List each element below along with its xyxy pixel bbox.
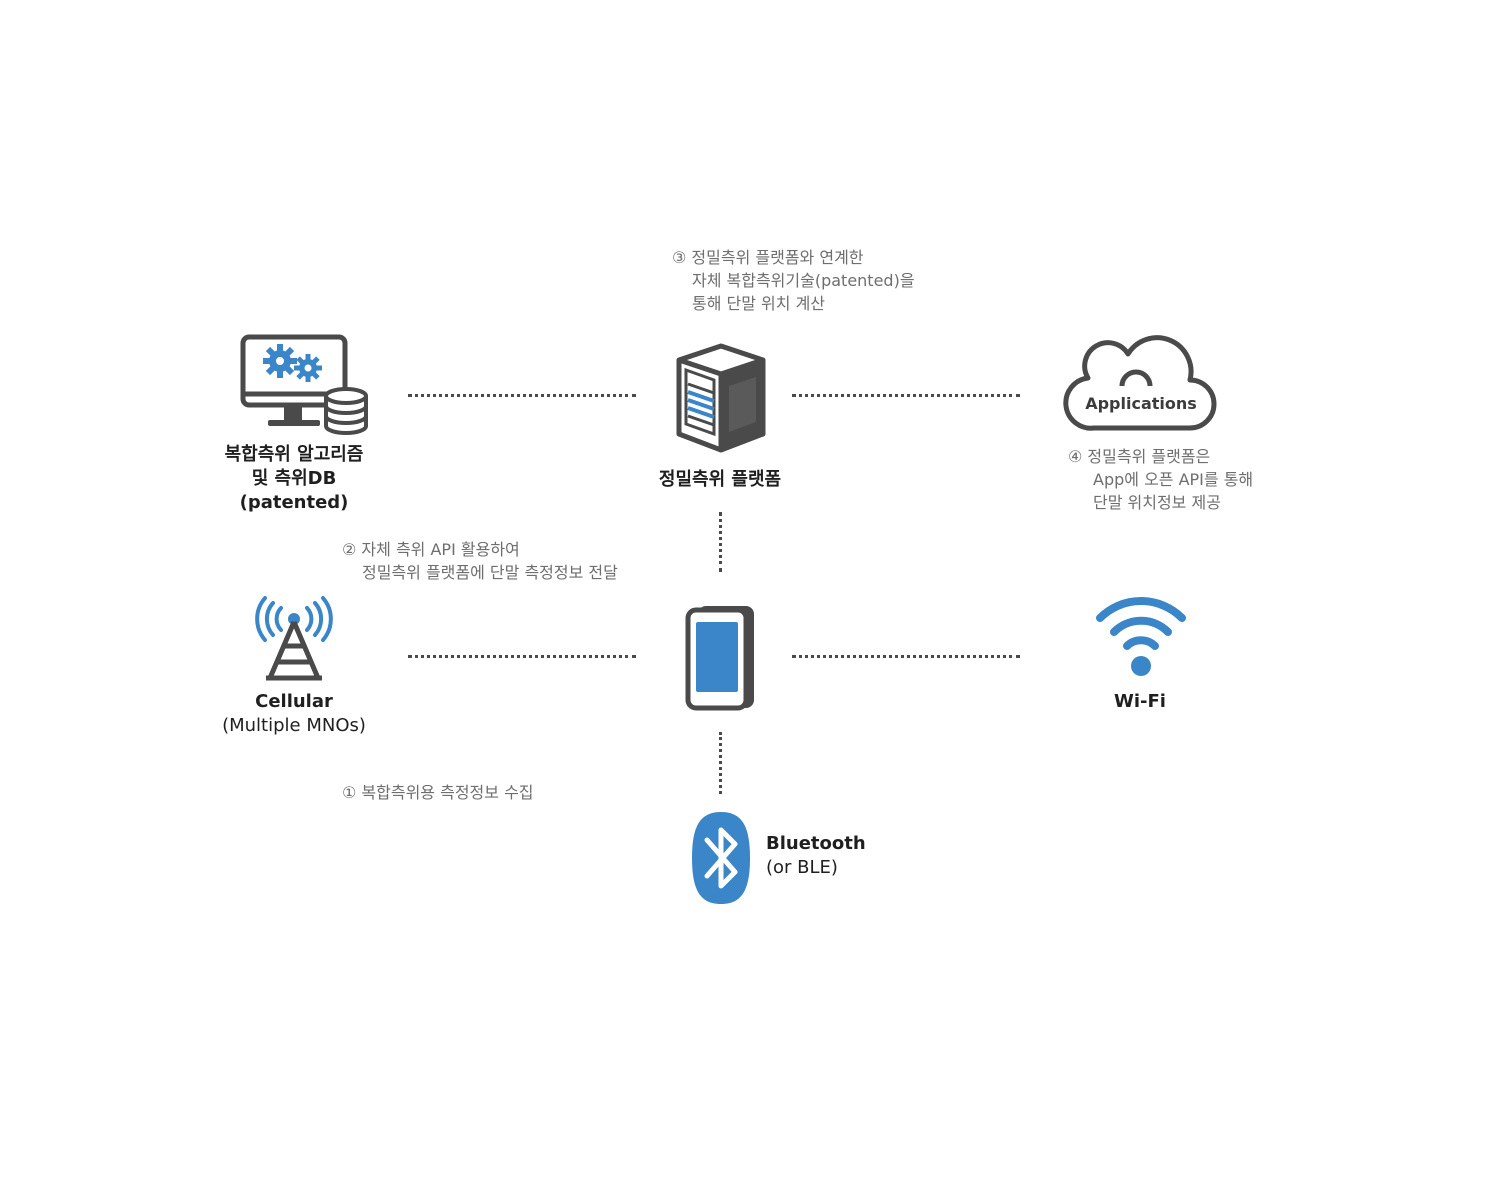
- step-1-line-1: ① 복합측위용 측정정보 수집: [342, 783, 534, 802]
- wifi-icon: [1096, 597, 1186, 676]
- cellular-node: [254, 594, 334, 684]
- algorithm-db-label-line-1: 복합측위 알고리즘: [224, 444, 364, 465]
- algorithm-db-label-line-2: 및 측위DB: [251, 468, 337, 489]
- cellular-label: Cellular (Multiple MNOs): [204, 690, 384, 738]
- step-2-note: ② 자체 측위 API 활용하여 정밀측위 플랫폼에 단말 측정정보 전달: [342, 538, 618, 584]
- step-4-note: ④ 정밀측위 플랫폼은 App에 오픈 API를 통해 단말 위치정보 제공: [1068, 445, 1253, 514]
- bluetooth-node: [690, 810, 752, 906]
- step-3-line-1: ③ 정밀측위 플랫폼와 연계한: [672, 248, 864, 267]
- cellular-label-line-1: Cellular: [255, 691, 333, 712]
- cloud-icon: [1063, 335, 1217, 431]
- step-3-note: ③ 정밀측위 플랫폼와 연계한 자체 복합측위기술(patented)을 통해 …: [672, 246, 915, 315]
- platform-node: [674, 342, 768, 454]
- cell-tower-icon: [255, 596, 333, 681]
- step-3-line-3: 통해 단말 위치 계산: [692, 294, 826, 313]
- bluetooth-label-line-1: Bluetooth: [766, 833, 866, 854]
- wifi-label: Wi-Fi: [1060, 690, 1220, 714]
- platform-label: 정밀측위 플랫폼: [620, 468, 820, 492]
- connector-device-wifi: [792, 655, 1020, 658]
- applications-node: Applications: [1063, 328, 1218, 434]
- server-icon: [676, 343, 766, 453]
- step-4-line-2: App에 오픈 API를 통해: [1093, 470, 1254, 489]
- connector-algorithm-platform: [408, 394, 636, 397]
- wifi-node: [1094, 596, 1188, 678]
- smartphone-icon: [685, 606, 754, 711]
- platform-label-line-1: 정밀측위 플랫폼: [658, 469, 782, 490]
- wifi-label-line-1: Wi-Fi: [1114, 691, 1166, 712]
- step-3-line-2: 자체 복합측위기술(patented)을: [692, 271, 915, 290]
- bluetooth-icon: [692, 812, 750, 904]
- bluetooth-label: Bluetooth (or BLE): [766, 832, 906, 880]
- step-4-line-3: 단말 위치정보 제공: [1093, 493, 1221, 512]
- connector-device-bluetooth: [719, 732, 722, 794]
- algorithm-db-node: [238, 334, 370, 435]
- algorithm-db-label: 복합측위 알고리즘 및 측위DB (patented): [204, 443, 384, 515]
- applications-cloud-text: Applications: [1085, 394, 1197, 413]
- monitor-gears-database-icon: [240, 334, 368, 435]
- cellular-label-line-2: (Multiple MNOs): [222, 715, 366, 736]
- algorithm-db-label-line-3: (patented): [239, 492, 349, 513]
- connector-platform-applications: [792, 394, 1020, 397]
- step-1-note: ① 복합측위용 측정정보 수집: [342, 781, 534, 804]
- bluetooth-label-line-2: (or BLE): [766, 857, 838, 878]
- device-node: [684, 602, 758, 712]
- connector-cellular-device: [408, 655, 636, 658]
- step-4-line-1: ④ 정밀측위 플랫폼은: [1068, 447, 1211, 466]
- connector-platform-device: [719, 512, 722, 572]
- step-2-line-2: 정밀측위 플랫폼에 단말 측정정보 전달: [362, 563, 618, 582]
- step-2-line-1: ② 자체 측위 API 활용하여: [342, 540, 520, 559]
